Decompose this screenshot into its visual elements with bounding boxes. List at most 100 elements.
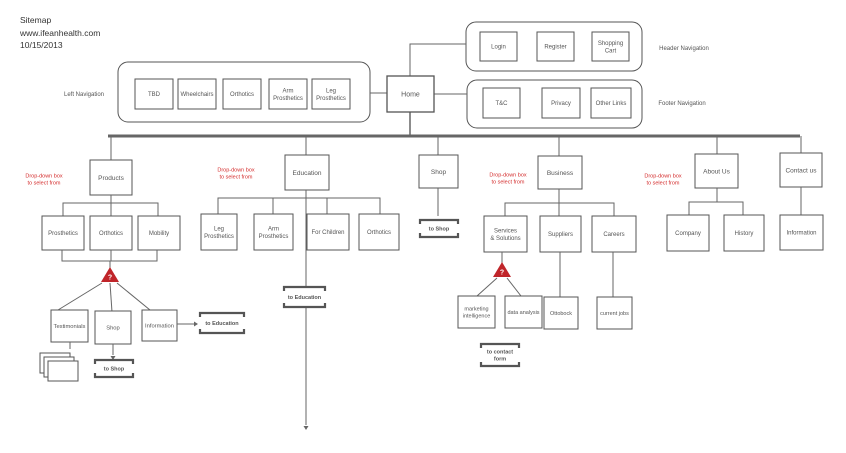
sitemap-date: 10/15/2013 xyxy=(20,40,63,50)
section-contact xyxy=(779,152,823,188)
products-link-education-bottom xyxy=(198,329,246,335)
left-nav-item-1 xyxy=(177,78,217,110)
about-child-history-label: History xyxy=(735,231,754,237)
products-link-shop-label: to Shop xyxy=(104,366,125,372)
products-page-testimonials-label: Testimonials xyxy=(54,324,86,330)
footer-nav-item-0-label: T&C xyxy=(496,101,509,107)
products-child-0 xyxy=(41,215,85,251)
footer-navigation-label: Footer Navigation xyxy=(658,101,705,107)
left-nav-item-1-label: Wheelchairs xyxy=(180,92,213,98)
education-link-bottom xyxy=(282,303,327,309)
business-page-data-analysis xyxy=(504,295,543,329)
education-link-top xyxy=(282,285,327,291)
question-warning-products-mark: ? xyxy=(108,274,112,281)
question-warning-products xyxy=(101,267,119,282)
arrow-head xyxy=(110,356,116,360)
about-child-company-label: Company xyxy=(675,231,701,237)
education-link-label: to Education xyxy=(288,295,322,301)
connector-line xyxy=(116,282,151,311)
about-child-company xyxy=(666,214,710,252)
products-link-education-label: to Education xyxy=(205,321,239,327)
section-about-label: About Us xyxy=(703,168,730,175)
products-child-1-label: Orthotics xyxy=(99,231,123,237)
connector-line xyxy=(506,277,522,297)
education-child-3-label: Orthotics xyxy=(367,230,391,236)
business-link-contact xyxy=(481,344,519,366)
header-nav-item-1-label: Register xyxy=(544,45,566,51)
section-education xyxy=(284,154,330,191)
contact-child-information xyxy=(779,214,824,251)
shop-link-label: to Shop xyxy=(429,226,450,232)
business-page-marketing xyxy=(457,295,496,329)
left-nav-item-0 xyxy=(134,78,174,110)
products-link-education xyxy=(200,313,244,333)
business-link-contact-top xyxy=(479,342,521,348)
education-link xyxy=(284,287,325,307)
business-link-contact-bottom xyxy=(479,362,521,368)
home-box xyxy=(386,75,435,113)
shop-link xyxy=(420,220,458,237)
education-child-1 xyxy=(253,213,294,251)
section-products xyxy=(89,159,133,196)
sitemap-title: Sitemap xyxy=(20,15,51,25)
business-child-0-label: Services& Solutions xyxy=(490,228,520,242)
business-child-2 xyxy=(591,215,637,253)
footer-nav-item-1-label: Privacy xyxy=(551,101,571,107)
connector-line xyxy=(476,277,498,297)
education-child-2-label: For Children xyxy=(311,230,344,236)
connector-line xyxy=(688,201,744,215)
education-child-3 xyxy=(358,213,400,251)
header-navigation-label: Header Navigation xyxy=(659,46,709,52)
products-child-2-label: Mobility xyxy=(149,231,169,237)
shop-link-top xyxy=(418,218,460,224)
connector-line xyxy=(109,282,113,313)
business-child-0 xyxy=(483,215,528,253)
left-nav-item-0-label: TBD xyxy=(148,92,161,98)
section-contact-label: Contact us xyxy=(785,167,817,174)
left-nav-item-3 xyxy=(268,78,308,110)
business-child-2-label: Careers xyxy=(603,232,624,238)
connector-line xyxy=(61,250,158,262)
left-nav-item-2 xyxy=(222,78,262,110)
business-page-current-jobs xyxy=(596,296,633,330)
products-child-2 xyxy=(137,215,181,251)
about-child-history xyxy=(723,214,765,252)
shop-link-bottom xyxy=(418,233,460,239)
business-page-ottobock xyxy=(543,296,579,330)
home-box-label: Home xyxy=(401,91,420,98)
products-page-information-label: Information xyxy=(145,324,174,330)
left-nav-item-2-label: Orthotics xyxy=(230,92,254,98)
products-page-shop xyxy=(94,310,132,345)
connector-line xyxy=(57,282,103,311)
left-navigation-label: Left Navigation xyxy=(64,92,104,98)
left-nav-item-4 xyxy=(311,78,351,110)
products-link-shop xyxy=(95,360,133,377)
products-child-1 xyxy=(89,215,133,251)
footer-nav-item-2-label: Other Links xyxy=(596,101,627,107)
site-url: www.ifeanhealth.com xyxy=(19,28,100,38)
arrow-head xyxy=(194,321,198,327)
connector-line xyxy=(217,197,381,214)
section-products-label: Products xyxy=(98,175,124,182)
section-business xyxy=(537,155,583,190)
education-child-2 xyxy=(306,213,350,251)
business-page-current-jobs-label: current jobs xyxy=(600,311,629,317)
question-warning-business xyxy=(493,262,511,277)
contact-child-information-label: Information xyxy=(786,231,816,237)
connector-line xyxy=(409,43,466,76)
section-business-label: Business xyxy=(547,170,574,177)
products-child-0-label: Prosthetics xyxy=(48,231,78,237)
section-shop-label: Shop xyxy=(431,169,447,176)
section-shop xyxy=(418,154,459,189)
products-link-shop-bottom xyxy=(93,373,135,379)
header-nav-item-0-label: Login xyxy=(491,45,506,51)
